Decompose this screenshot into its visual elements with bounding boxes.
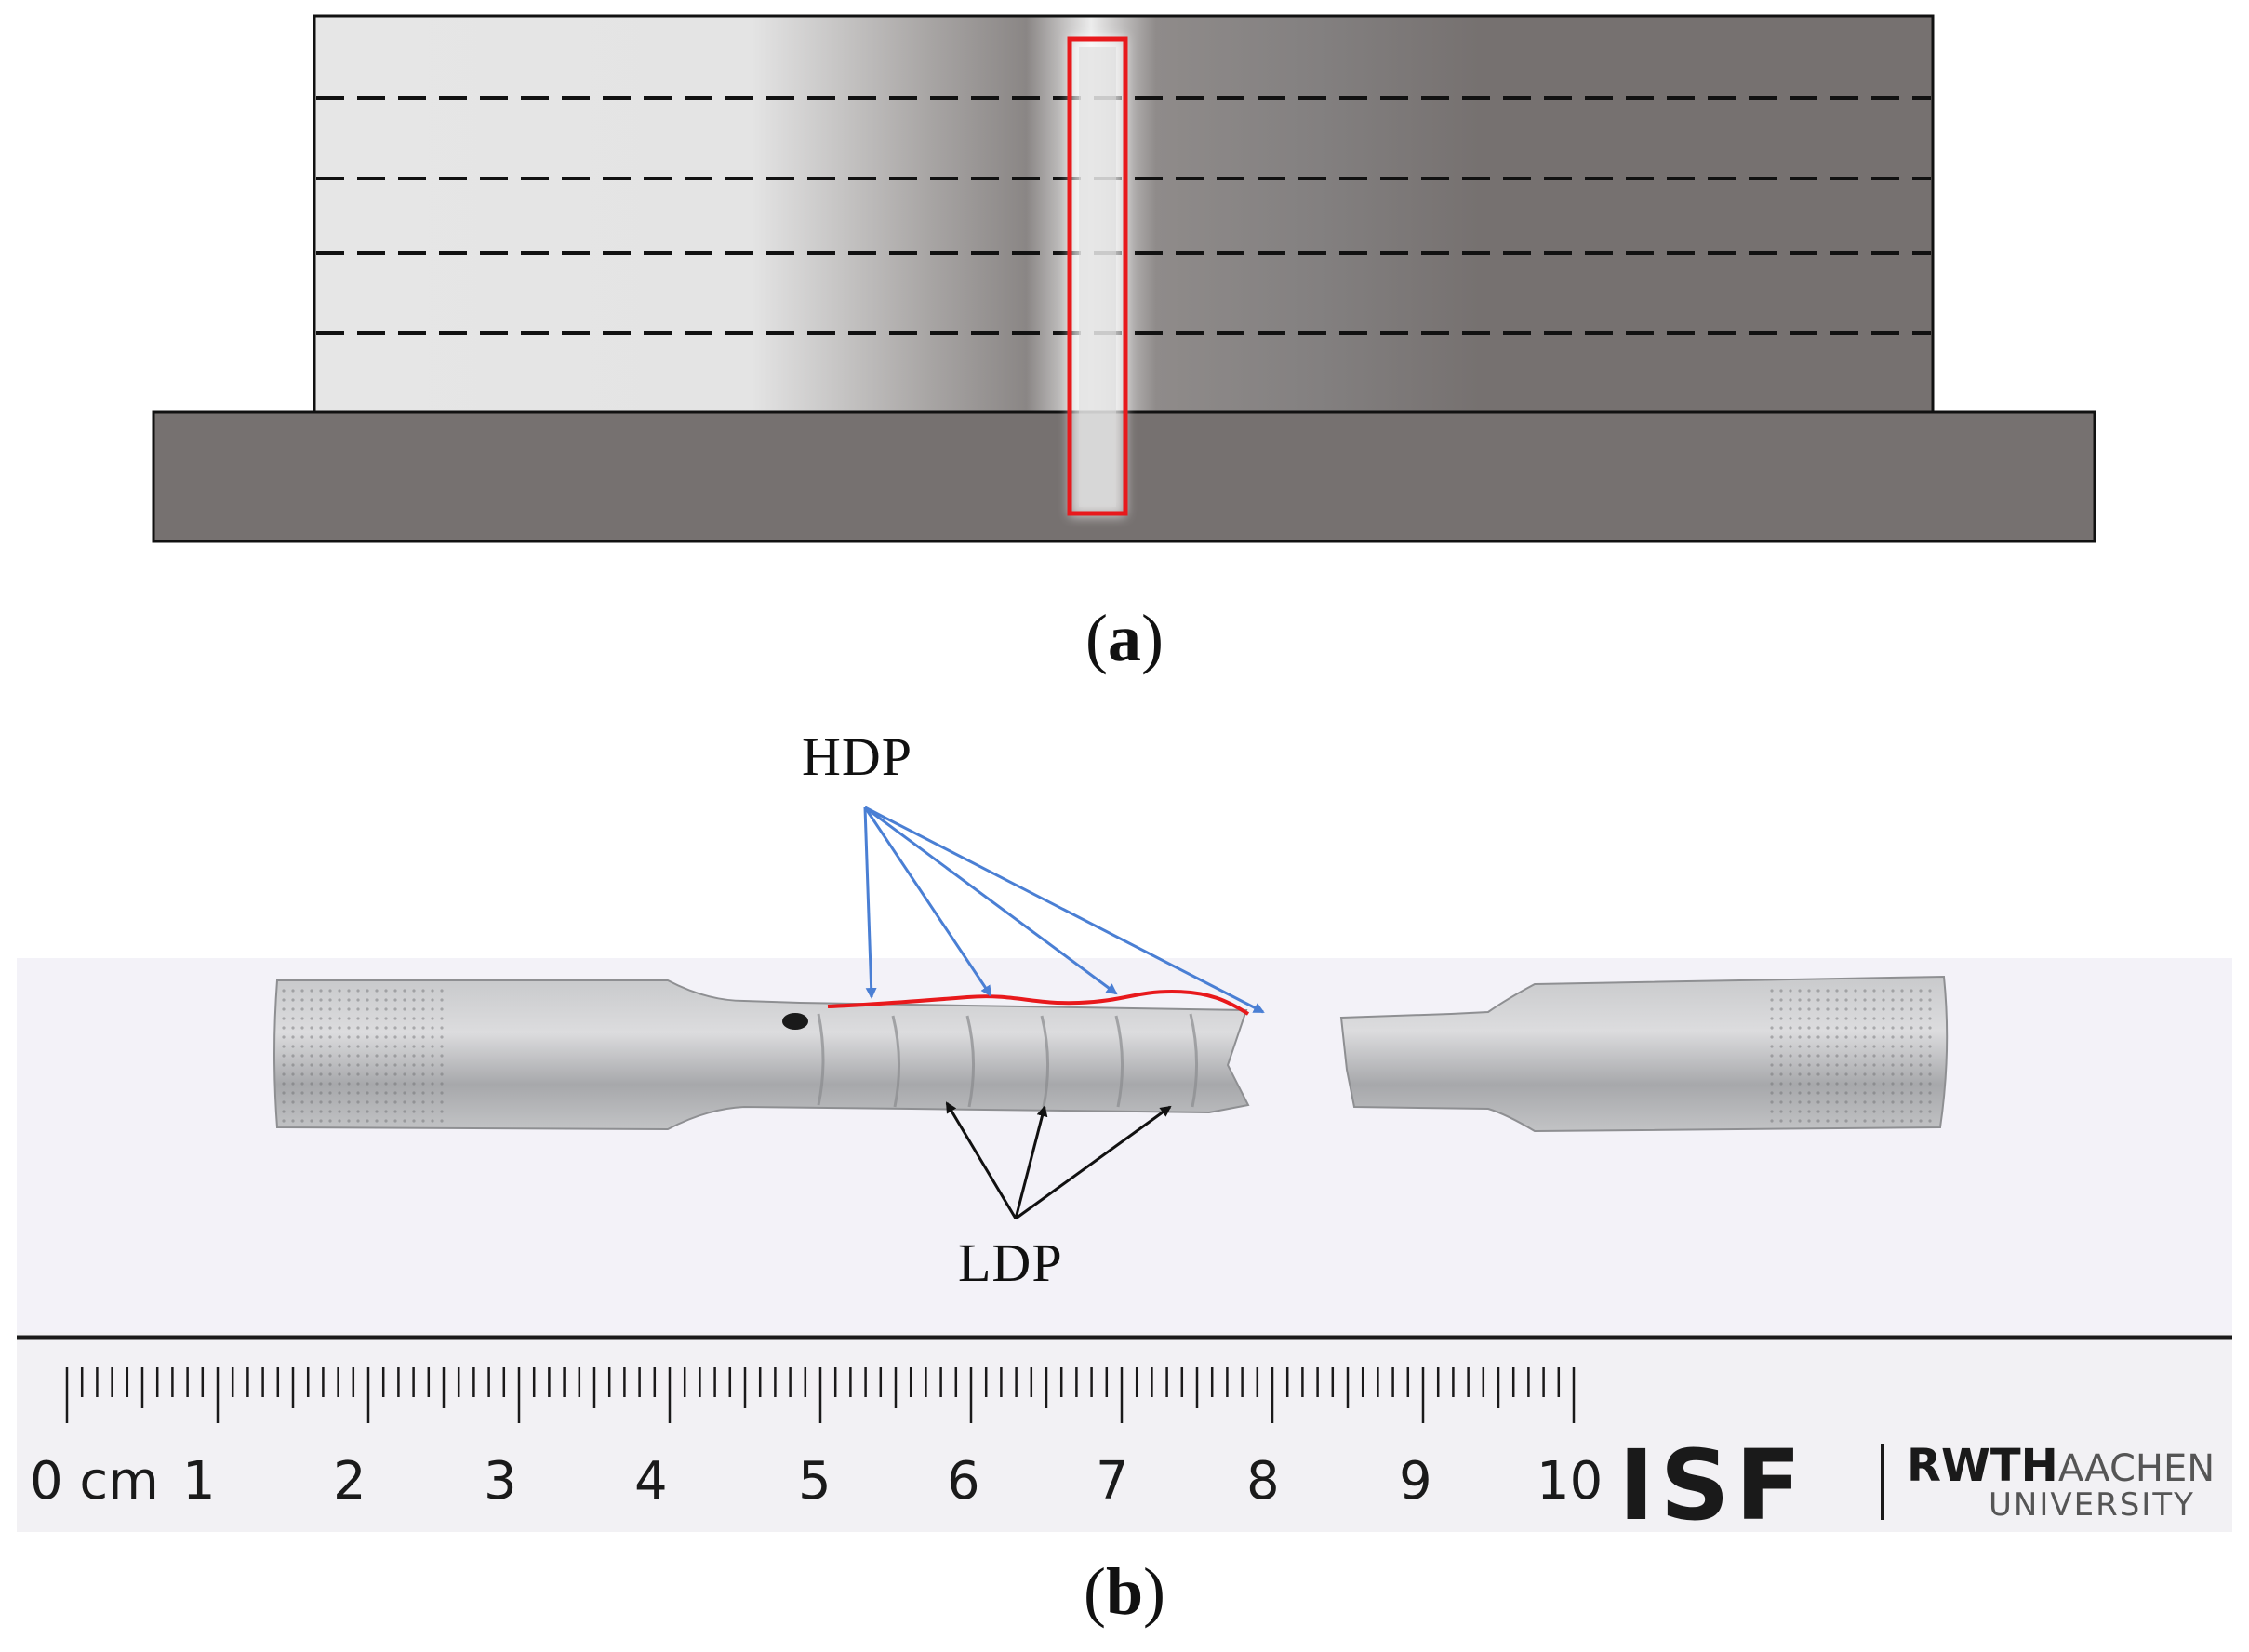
hdp-arrow — [863, 806, 992, 997]
hdp-surface-line — [827, 989, 1250, 1016]
ruler-number: 8 — [1246, 1451, 1280, 1512]
photo-background — [17, 958, 2232, 1344]
ruler-number: 10 — [1537, 1451, 1604, 1512]
ldp-arrows — [945, 1101, 1172, 1220]
ruler-number: 6 — [947, 1451, 980, 1512]
specimen-location-box — [1067, 36, 1128, 516]
caption-paren-close: ) — [1143, 1554, 1165, 1629]
ldp-arrow — [1015, 1105, 1172, 1220]
caption-paren-close: ) — [1141, 601, 1164, 675]
caption-letter: b — [1105, 1554, 1144, 1629]
ruler-number: 4 — [634, 1451, 668, 1512]
grip-texture-right — [1767, 984, 1935, 1124]
hdp-arrow — [863, 806, 877, 999]
specimen-left-half — [273, 979, 1250, 1131]
ruler-number: 1 — [182, 1451, 216, 1512]
surface-defect — [782, 1013, 808, 1030]
hdp-arrow — [864, 806, 1118, 995]
ruler-number: 5 — [798, 1451, 832, 1512]
layer-boundaries — [316, 96, 1931, 335]
panel-b-caption: (b) — [985, 1553, 1264, 1631]
highlight-strip — [1079, 47, 1116, 507]
caption-paren-open: ( — [1083, 1554, 1106, 1629]
panel-a-diagram — [152, 14, 2096, 543]
ldp-arrow — [1014, 1105, 1048, 1219]
specimen-right-half — [1339, 975, 1949, 1133]
hdp-arrow — [864, 806, 1265, 1014]
panel-a-caption: (a) — [985, 600, 1264, 677]
ldp-arrow — [945, 1101, 1018, 1219]
rwth-logo-suffix: AACHEN — [2057, 1447, 2216, 1490]
ruler-number: 0 cm — [30, 1451, 159, 1512]
ruler-number: 2 — [333, 1451, 366, 1512]
rwth-logo: RWTHAACHEN — [1907, 1440, 2215, 1492]
ldp-label: LDP — [958, 1232, 1063, 1293]
caption-paren-open: ( — [1085, 601, 1108, 675]
ruler-ticks — [65, 1367, 1576, 1423]
grip-texture-left — [281, 984, 448, 1124]
caption-letter: a — [1108, 601, 1141, 675]
logo-divider — [1881, 1444, 1884, 1520]
rwth-logo-text: RWTH — [1907, 1440, 2058, 1492]
ruler-number: 9 — [1399, 1451, 1432, 1512]
ruler-number: 7 — [1096, 1451, 1129, 1512]
hdp-label: HDP — [802, 726, 913, 787]
ruler-number: 3 — [484, 1451, 517, 1512]
isf-logo: ISF — [1618, 1429, 1807, 1542]
bead-ripples — [817, 1013, 1199, 1108]
hdp-arrows — [863, 806, 1265, 1014]
rwth-logo-subtitle: UNIVERSITY — [1989, 1486, 2195, 1524]
